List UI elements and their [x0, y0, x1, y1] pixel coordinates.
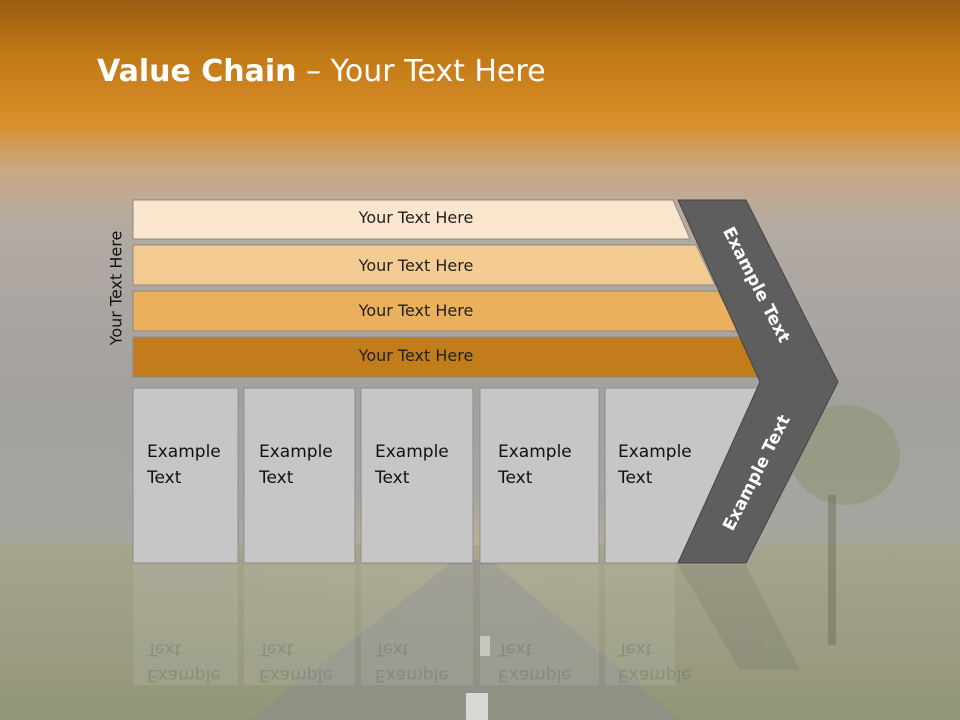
box-label-2-line2: Text — [259, 468, 294, 488]
title-bold: Value Chain — [97, 54, 297, 89]
box-reflection-1: Example Text — [147, 636, 243, 688]
box-reflection-3: Example Text — [375, 636, 471, 688]
box-reflection-1-line1: Example — [147, 665, 221, 685]
box-label-4-line1: Example — [498, 442, 572, 462]
activity-box-3 — [360, 387, 474, 564]
box-reflection-5-line2: Text — [618, 639, 653, 659]
box-label-2-line1: Example — [259, 442, 333, 462]
band-2-shape — [132, 244, 716, 286]
box-label-3-line2: Text — [375, 468, 410, 488]
vertical-axis-label: Your Text Here — [106, 230, 126, 346]
box-label-4-line2: Text — [498, 468, 533, 488]
activity-box-2 — [243, 387, 356, 564]
activity-box-4 — [479, 387, 600, 564]
box-reflection-1-line2: Text — [147, 639, 182, 659]
box-reflection-2-line2: Text — [259, 639, 294, 659]
activity-box-1 — [132, 387, 239, 564]
band-label-2: Your Text Here — [358, 256, 474, 275]
box-label-5-line2: Text — [618, 468, 653, 488]
box-label-3-line1: Example — [375, 442, 449, 462]
box-label-5-line1: Example — [618, 442, 692, 462]
box-reflection-4: Example Text — [498, 636, 594, 688]
box-reflection-3-line2: Text — [375, 639, 410, 659]
band-label-3: Your Text Here — [358, 301, 474, 320]
box-reflection-4-line1: Example — [498, 665, 572, 685]
box-label-1-line1: Example — [147, 442, 221, 462]
reflection — [133, 565, 800, 685]
box-reflection-4-line2: Text — [498, 639, 533, 659]
box-reflection-2: Example Text — [259, 636, 355, 688]
band-1-shape — [132, 199, 691, 240]
band-label-4: Your Text Here — [358, 346, 474, 365]
box-reflection-5: Example Text — [618, 636, 714, 688]
band-label-1: Your Text Here — [358, 208, 474, 227]
box-reflection-3-line1: Example — [375, 665, 449, 685]
chevron-shape — [677, 199, 839, 564]
box-label-1-line2: Text — [147, 468, 182, 488]
box-reflection-2-line1: Example — [259, 665, 333, 685]
page-title: Value Chain – Your Text Here — [97, 54, 546, 89]
box-reflection-5-line1: Example — [618, 665, 692, 685]
title-rest: – Your Text Here — [296, 54, 546, 89]
